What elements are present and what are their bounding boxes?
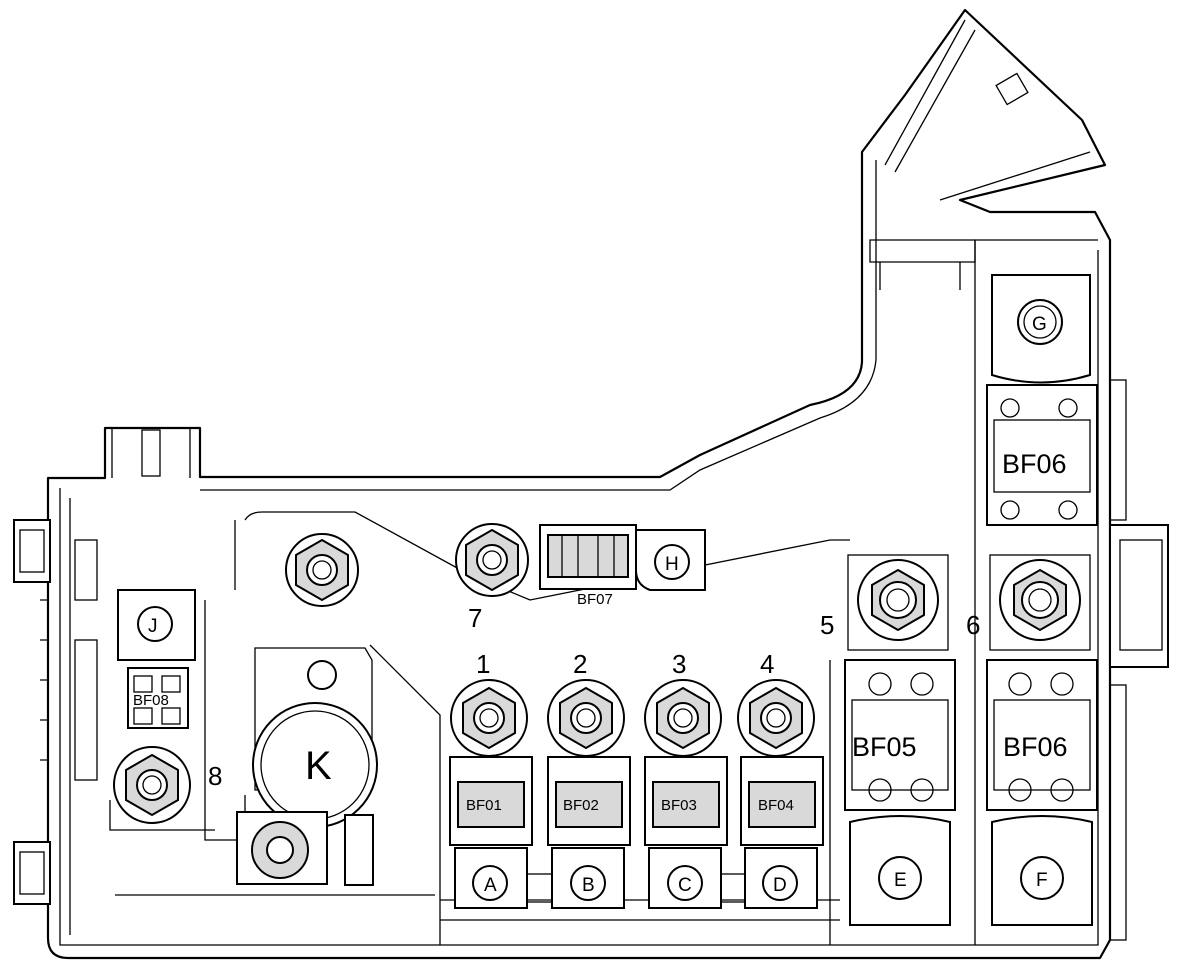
stud-label-2: 2 xyxy=(573,649,587,679)
fuse-label-bf05: BF05 xyxy=(852,732,917,762)
fuse-bf03 xyxy=(644,756,728,846)
terminal-k xyxy=(236,647,378,886)
stud-5 xyxy=(847,554,949,651)
terminal-label-e: E xyxy=(894,870,907,891)
stud-label-7: 7 xyxy=(468,603,482,633)
terminal-a xyxy=(454,847,528,909)
stud-7 xyxy=(455,523,529,597)
fuse-label-bf02: BF02 xyxy=(563,797,599,814)
stud-8 xyxy=(109,746,215,831)
terminal-e xyxy=(849,815,951,926)
fuse-bf02 xyxy=(547,756,631,846)
fuse-label-bf04: BF04 xyxy=(758,797,794,814)
stud-label-5: 5 xyxy=(820,610,834,640)
stud-unlabeled xyxy=(285,533,359,607)
terminal-b xyxy=(551,847,625,909)
fuse-label-bf06-top: BF06 xyxy=(1002,449,1067,479)
stud-label-6: 6 xyxy=(966,610,980,640)
fuse-bf04 xyxy=(740,756,824,846)
housing-outline xyxy=(13,8,1169,960)
fuse-label-bf01: BF01 xyxy=(466,797,502,814)
stud-label-4: 4 xyxy=(760,649,774,679)
stud-2 xyxy=(547,679,625,757)
fuse-label-bf07: BF07 xyxy=(577,591,613,608)
stud-3 xyxy=(644,679,722,757)
fuse-bf01 xyxy=(449,756,533,846)
terminal-label-d: D xyxy=(773,875,787,896)
stud-label-1: 1 xyxy=(476,649,490,679)
fuse-bf05 xyxy=(844,659,956,811)
terminal-label-h: H xyxy=(665,554,679,575)
fuse-bf08 xyxy=(127,667,189,729)
stud-6 xyxy=(989,554,1091,651)
fuse-bf06-bottom xyxy=(986,659,1098,811)
terminal-label-g: G xyxy=(1032,314,1047,335)
stud-1 xyxy=(450,679,528,757)
terminal-h xyxy=(635,529,706,591)
stud-4 xyxy=(737,679,815,757)
terminal-j xyxy=(117,589,196,661)
terminal-label-k: K xyxy=(305,744,332,788)
terminal-c xyxy=(648,847,722,909)
stud-label-8: 8 xyxy=(208,761,222,791)
terminal-label-j: J xyxy=(148,616,158,637)
terminal-d xyxy=(744,847,818,909)
terminal-f xyxy=(991,815,1093,926)
terminal-label-a: A xyxy=(484,875,497,896)
fuse-label-bf06-bottom: BF06 xyxy=(1003,732,1068,762)
fuse-bf07 xyxy=(539,524,637,590)
fuse-label-bf08: BF08 xyxy=(133,692,169,709)
terminal-label-c: C xyxy=(678,875,692,896)
terminal-label-f: F xyxy=(1036,870,1048,891)
fuse-label-bf03: BF03 xyxy=(661,797,697,814)
fuse-bf06-top xyxy=(986,384,1098,526)
stud-label-3: 3 xyxy=(672,649,686,679)
terminal-g xyxy=(991,274,1091,384)
terminal-label-b: B xyxy=(582,875,595,896)
